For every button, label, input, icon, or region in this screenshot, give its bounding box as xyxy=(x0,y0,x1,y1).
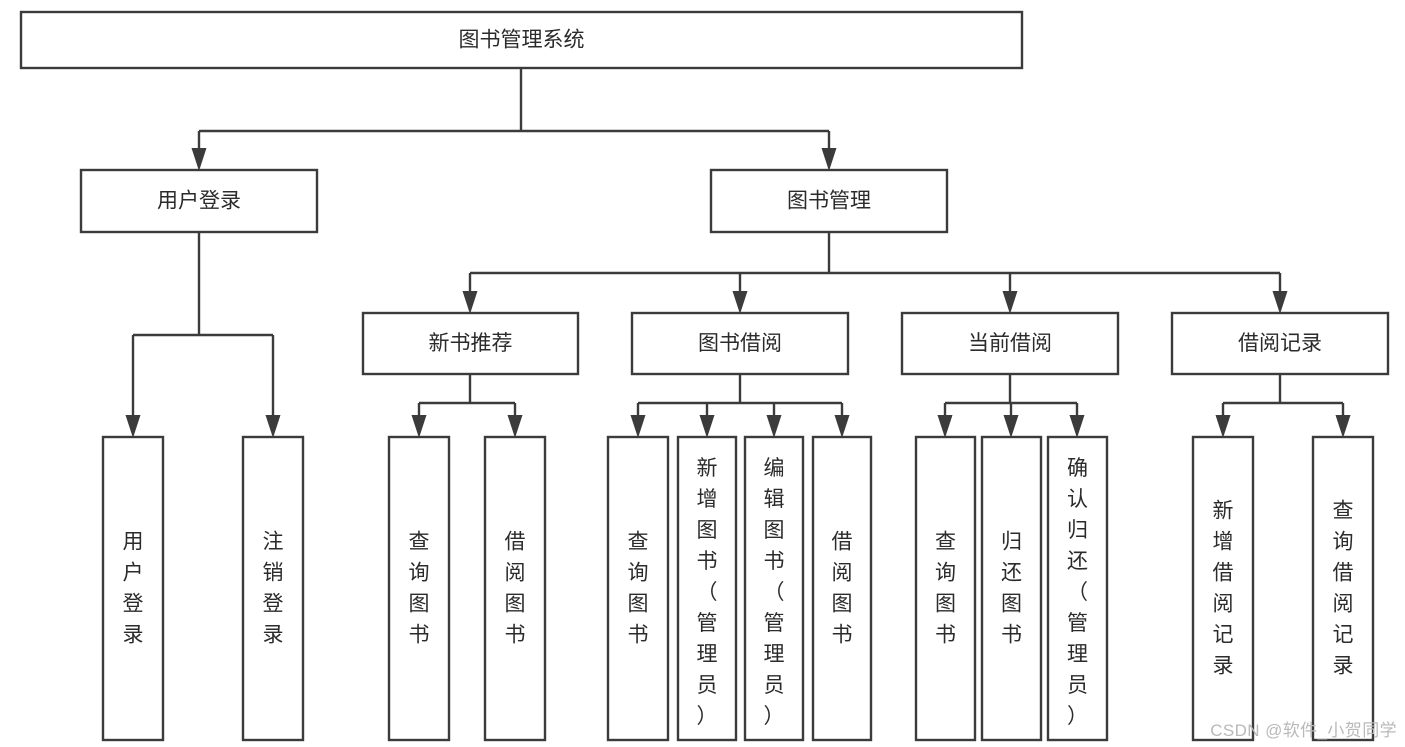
node-box-leaf-borrow-book-2[interactable] xyxy=(811,435,873,742)
connector-arrowhead-icon xyxy=(191,148,207,171)
node-leaf-add-record[interactable]: 新增借阅记录 xyxy=(1191,435,1255,742)
node-current-borrow[interactable]: 当前借阅 xyxy=(900,311,1120,376)
node-label-leaf-user-login: 用户登录 xyxy=(123,531,144,647)
node-label-leaf-add-book: 新增图书（管理员） xyxy=(697,457,718,728)
node-leaf-query-record[interactable]: 查询借阅记录 xyxy=(1311,435,1375,742)
node-book-manage[interactable]: 图书管理 xyxy=(709,168,949,234)
connector-arrowhead-icon xyxy=(1069,415,1085,438)
node-label-leaf-query-book-2: 查询图书 xyxy=(628,531,649,647)
node-leaf-borrow-book-1[interactable]: 借阅图书 xyxy=(483,435,547,742)
node-label-leaf-add-record: 新增借阅记录 xyxy=(1213,500,1234,678)
node-box-new-book-rec[interactable] xyxy=(361,311,580,376)
node-label-borrow-record: 借阅记录 xyxy=(1238,332,1322,355)
connector-arrowhead-icon xyxy=(834,415,850,438)
node-box-book-manage[interactable] xyxy=(709,168,949,234)
node-label-book-borrow: 图书借阅 xyxy=(698,332,782,355)
node-leaf-confirm-return[interactable]: 确认归还（管理员） xyxy=(1046,435,1109,742)
node-leaf-edit-book[interactable]: 编辑图书（管理员） xyxy=(743,435,805,742)
connector-group xyxy=(1215,374,1351,438)
connector-arrowhead-icon xyxy=(1272,291,1288,314)
node-box-leaf-add-book[interactable] xyxy=(676,435,738,742)
connector-arrowhead-icon xyxy=(125,415,141,438)
node-box-user-login[interactable] xyxy=(79,168,319,234)
node-box-borrow-record[interactable] xyxy=(1170,311,1390,376)
node-leaf-add-book[interactable]: 新增图书（管理员） xyxy=(676,435,738,742)
node-label-leaf-borrow-book-2: 借阅图书 xyxy=(832,531,853,647)
node-label-leaf-query-record: 查询借阅记录 xyxy=(1333,500,1354,678)
connector-arrowhead-icon xyxy=(821,148,837,171)
node-box-leaf-return-book[interactable] xyxy=(980,435,1043,742)
connector-arrowhead-icon xyxy=(766,415,782,438)
node-box-leaf-query-book-1[interactable] xyxy=(387,435,451,742)
node-box-leaf-borrow-book-1[interactable] xyxy=(483,435,547,742)
node-label-leaf-user-logout: 注销登录 xyxy=(263,531,284,647)
connector-arrowhead-icon xyxy=(1215,415,1231,438)
node-label-leaf-confirm-return: 确认归还（管理员） xyxy=(1067,457,1088,728)
node-leaf-query-book-2[interactable]: 查询图书 xyxy=(606,435,670,742)
node-user-login[interactable]: 用户登录 xyxy=(79,168,319,234)
node-box-leaf-query-book-3[interactable] xyxy=(914,435,977,742)
connector-arrowhead-icon xyxy=(462,291,478,314)
connector-arrowhead-icon xyxy=(1335,415,1351,438)
node-label-leaf-return-book: 归还图书 xyxy=(1001,531,1022,647)
node-label-current-borrow: 当前借阅 xyxy=(968,332,1052,355)
node-box-leaf-user-logout[interactable] xyxy=(241,435,305,742)
connector-arrowhead-icon xyxy=(699,415,715,438)
node-label-new-book-rec: 新书推荐 xyxy=(429,332,513,355)
node-leaf-user-login[interactable]: 用户登录 xyxy=(101,435,165,742)
node-box-leaf-add-record[interactable] xyxy=(1191,435,1255,742)
connector-arrowhead-icon xyxy=(1003,415,1019,438)
node-box-current-borrow[interactable] xyxy=(900,311,1120,376)
node-leaf-borrow-book-2[interactable]: 借阅图书 xyxy=(811,435,873,742)
node-label-root: 图书管理系统 xyxy=(459,29,585,52)
node-root[interactable]: 图书管理系统 xyxy=(19,10,1024,70)
connector-arrowhead-icon xyxy=(265,415,281,438)
node-leaf-query-book-1[interactable]: 查询图书 xyxy=(387,435,451,742)
node-box-book-borrow[interactable] xyxy=(630,311,850,376)
connector-arrowhead-icon xyxy=(732,291,748,314)
connector-group xyxy=(125,232,281,438)
node-label-leaf-query-book-1: 查询图书 xyxy=(409,531,430,647)
connector-group xyxy=(411,374,523,438)
node-box-leaf-user-login[interactable] xyxy=(101,435,165,742)
node-leaf-user-logout[interactable]: 注销登录 xyxy=(241,435,305,742)
node-box-leaf-confirm-return[interactable] xyxy=(1046,435,1109,742)
connector-arrowhead-icon xyxy=(630,415,646,438)
node-label-user-login: 用户登录 xyxy=(157,190,241,213)
connector-arrowhead-icon xyxy=(411,415,427,438)
node-borrow-record[interactable]: 借阅记录 xyxy=(1170,311,1390,376)
node-box-leaf-query-record[interactable] xyxy=(1311,435,1375,742)
connector-arrowhead-icon xyxy=(507,415,523,438)
node-box-leaf-edit-book[interactable] xyxy=(743,435,805,742)
node-book-borrow[interactable]: 图书借阅 xyxy=(630,311,850,376)
node-box-root[interactable] xyxy=(19,10,1024,70)
node-label-leaf-borrow-book-1: 借阅图书 xyxy=(505,531,526,647)
node-label-book-manage: 图书管理 xyxy=(787,190,871,213)
connector-group xyxy=(191,68,837,171)
connector-group xyxy=(937,374,1085,438)
node-label-leaf-query-book-3: 查询图书 xyxy=(935,531,956,647)
node-leaf-return-book[interactable]: 归还图书 xyxy=(980,435,1043,742)
connector-arrowhead-icon xyxy=(1002,291,1018,314)
watermark-label: CSDN @软件_小贺同学 xyxy=(1210,721,1397,740)
node-leaf-query-book-3[interactable]: 查询图书 xyxy=(914,435,977,742)
node-label-leaf-edit-book: 编辑图书（管理员） xyxy=(764,457,785,728)
node-box-leaf-query-book-2[interactable] xyxy=(606,435,670,742)
connectors-layer xyxy=(125,68,1351,438)
connector-group xyxy=(630,374,850,438)
nodes-layer: 图书管理系统用户登录图书管理新书推荐图书借阅当前借阅借阅记录用户登录注销登录查询… xyxy=(19,10,1390,742)
node-new-book-rec[interactable]: 新书推荐 xyxy=(361,311,580,376)
connector-group xyxy=(462,232,1288,314)
connector-arrowhead-icon xyxy=(937,415,953,438)
